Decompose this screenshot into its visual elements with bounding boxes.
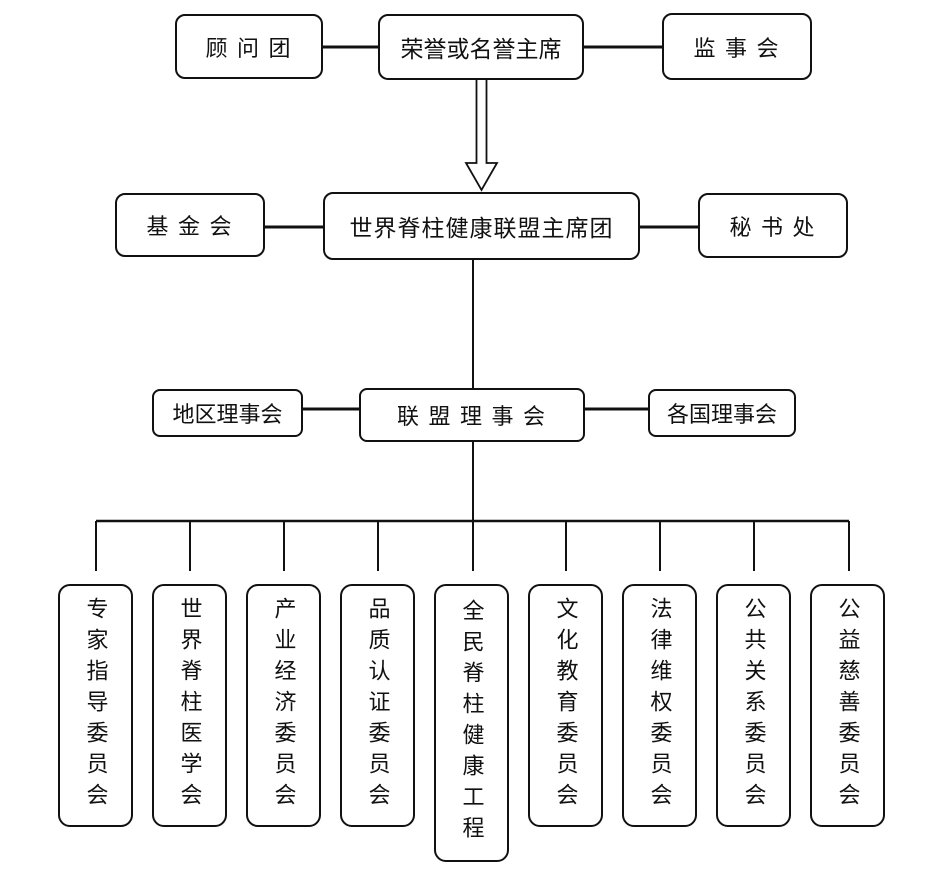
node-alliance-council: 联 盟 理 事 会 — [359, 388, 585, 442]
node-committee-national-spine-health-project: 全民脊柱健康工程 — [434, 584, 509, 862]
node-national-councils: 各国理事会 — [648, 389, 796, 437]
node-committee-legal-rights: 法律维权委员会 — [622, 584, 697, 827]
node-committee-world-spine-medical: 世界脊柱医学会 — [152, 584, 227, 827]
node-regional-council: 地区理事会 — [152, 389, 303, 437]
node-honorary-chairman: 荣誉或名誉主席 — [378, 14, 584, 80]
node-committee-public-relations: 公共关系委员会 — [716, 584, 791, 827]
node-presidium: 世界脊柱健康联盟主席团 — [323, 192, 640, 260]
node-committee-expert-guidance: 专家指导委员会 — [58, 584, 133, 827]
node-committee-charity: 公益慈善委员会 — [810, 584, 885, 827]
node-secretariat: 秘 书 处 — [698, 193, 848, 258]
node-foundation: 基 金 会 — [115, 193, 265, 257]
node-supervisory-board: 监 事 会 — [662, 13, 812, 80]
down-arrow — [464, 80, 499, 192]
node-committee-culture-education: 文化教育委员会 — [528, 584, 603, 827]
node-committee-industrial-economy: 产业经济委员会 — [246, 584, 321, 827]
node-advisors: 顾 问 团 — [175, 14, 323, 79]
node-committee-quality-certification: 品质认证委员会 — [340, 584, 415, 827]
